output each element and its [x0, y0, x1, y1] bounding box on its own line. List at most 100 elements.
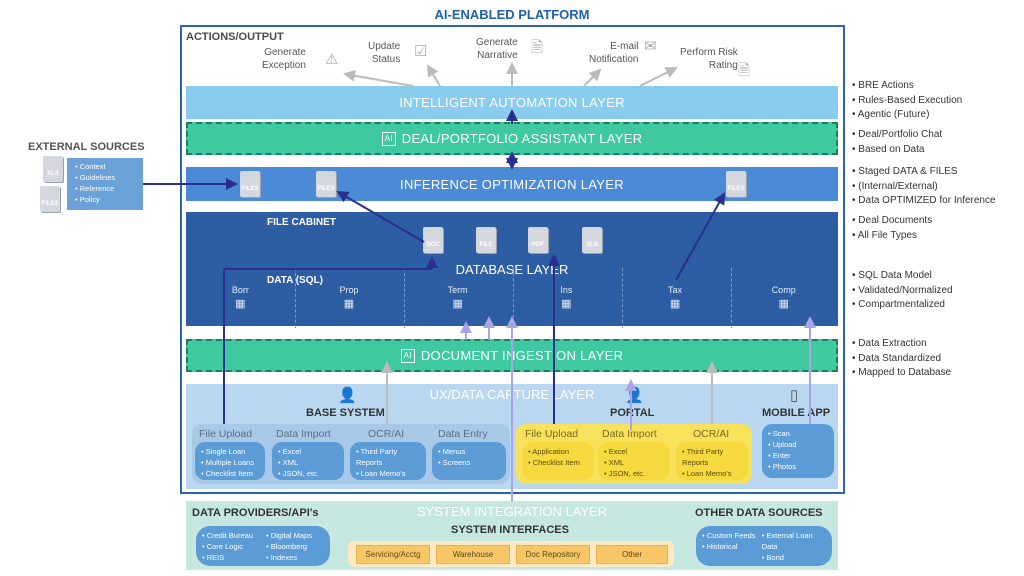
files-icon: FILES	[240, 171, 260, 197]
other-data-sources-pill[interactable]: Custom FeedsHistorical External Loan Dat…	[696, 526, 832, 566]
column-ins: Ins	[560, 285, 573, 295]
xls-file-icon: XLS	[582, 227, 602, 253]
arrow	[583, 68, 602, 87]
pill-item: Third Party Reports	[356, 446, 420, 468]
layer-label: DOCUMENT INGESTION LAYER	[420, 348, 624, 363]
interface-servicing[interactable]: Servicing/Acctg	[356, 545, 430, 564]
note-item: Rules-Based Execution	[852, 94, 962, 109]
system-interfaces-title: SYSTEM INTERFACES	[451, 524, 569, 536]
data-providers-title: DATA PROVIDERS/API's	[192, 507, 319, 519]
note-item: Staged DATA & FILES	[852, 165, 996, 180]
arrow	[675, 192, 725, 281]
note-item: Data Standardized	[852, 352, 951, 367]
data-providers-pill[interactable]: Credit BureauCore LogicREIS Digital Maps…	[196, 526, 330, 566]
ai-chip-icon: AI	[400, 348, 415, 363]
action-generate-exception: Generate Exception	[262, 47, 306, 71]
column-borr: Borr	[231, 285, 249, 295]
files-icon: FILES	[316, 171, 336, 197]
interface-doc-repository[interactable]: Doc Repository	[516, 545, 590, 564]
pill-item: Photos	[768, 461, 828, 472]
notes-database: SQL Data Model Validated/Normalized Comp…	[852, 269, 953, 313]
intelligent-automation-layer: INTELLIGENT AUTOMATION LAYER	[186, 86, 838, 119]
external-item: Context	[67, 161, 143, 172]
database-layer-title: DATABASE LAYER	[455, 262, 569, 277]
ai-chip-icon: AI	[381, 131, 396, 146]
arrow	[426, 64, 441, 87]
arrow	[639, 67, 678, 87]
pill-item: Checklist Item	[201, 468, 259, 479]
arrow	[336, 190, 425, 243]
column-divider	[295, 268, 296, 328]
note-item: Validated/Normalized	[852, 284, 952, 299]
pill-item: Bond	[762, 552, 826, 563]
pill-item: External Loan Data	[762, 530, 826, 552]
checkbox-icon: ☑	[414, 43, 428, 60]
external-sources-title: EXTERNAL SOURCES	[28, 141, 145, 153]
file-upload-pill[interactable]: Single LoanMultiple LoansChecklist Item	[195, 442, 265, 480]
note-item: Deal Documents	[852, 214, 932, 229]
pill-item: Digital Maps	[266, 530, 312, 541]
sql-column-icons: ▦ ▦ ▦ ▦ ▦ ▦	[186, 297, 838, 310]
pill-item: XML	[604, 457, 664, 468]
column-term: Term	[447, 285, 468, 295]
sql-column-labels: Borr Prop Term Ins Tax Comp	[186, 285, 838, 295]
column-divider	[731, 268, 732, 328]
document-icon: 🗎	[531, 39, 544, 56]
notes-inference: Staged DATA & FILES (Internal/External) …	[852, 165, 996, 209]
notes-assistant: Deal/Portfolio Chat Based on Data	[852, 128, 942, 157]
pill-item: Credit Bureau	[202, 530, 266, 541]
interface-warehouse[interactable]: Warehouse	[436, 545, 510, 564]
portal-ocr-ai-pill[interactable]: Third Party ReportsLoan Memo's	[676, 442, 748, 480]
platform-title: AI-ENABLED PLATFORM	[434, 7, 590, 22]
portal-data-import-pill[interactable]: ExcelXMLJSON, etc.	[598, 442, 670, 480]
column-comp: Comp	[771, 285, 796, 295]
pill-item: Core Logic	[202, 541, 266, 552]
pill-item: Third Party Reports	[682, 446, 742, 468]
pill-item: Custom Feeds	[702, 530, 762, 541]
note-item: Data OPTIMIZED for Inference	[852, 194, 995, 209]
layer-label: DEAL/PORTFOLIO ASSISTANT LAYER	[401, 131, 643, 146]
ux-group-head: OCR/AI	[368, 428, 405, 440]
column-tax: Tax	[668, 285, 683, 295]
action-update-status: Update Status	[368, 41, 401, 65]
column-prop: Prop	[339, 285, 359, 295]
table-icon: ▦	[561, 298, 572, 310]
pill-item: XML	[278, 457, 338, 468]
mobile-app-pill[interactable]: ScanUploadEnterPhotos	[762, 424, 834, 478]
pill-item: Scan	[768, 428, 828, 439]
portal-title: PORTAL	[610, 407, 655, 419]
table-icon: ▦	[669, 298, 681, 310]
note-item: SQL Data Model	[852, 269, 953, 284]
doc-file-icon: DOC	[423, 227, 443, 253]
xls-file-icon: XLS	[43, 156, 63, 182]
portal-file-upload-pill[interactable]: ApplicationChecklist Item	[522, 442, 594, 480]
data-import-pill[interactable]: ExcelXMLJSON, etc.	[272, 442, 344, 480]
note-item: (Internal/External)	[852, 180, 996, 195]
system-layer-title: SYSTEM INTEGRATION LAYER	[416, 504, 608, 519]
pill-item: Indexes	[266, 552, 312, 563]
external-item: Guidelines	[67, 172, 143, 183]
action-risk-rating: Perform Risk Rating	[680, 47, 738, 71]
note-item: All File Types	[852, 229, 932, 244]
data-entry-pill[interactable]: MenusScreens	[432, 442, 506, 480]
pill-item: REIS	[202, 552, 266, 563]
ux-group-head: OCR/AI	[693, 428, 730, 440]
layer-label: INFERENCE OPTIMIZATION LAYER	[400, 176, 624, 192]
generic-file-icon: FILE	[476, 227, 496, 253]
interface-other[interactable]: Other	[596, 545, 668, 564]
pill-item: Application	[528, 446, 588, 457]
ocr-ai-pill[interactable]: Third Party ReportsLoan Memo's	[350, 442, 426, 480]
pill-item: Excel	[278, 446, 338, 457]
pill-item: Excel	[604, 446, 664, 457]
ux-group-head: File Upload	[199, 428, 253, 440]
pill-item: Screens	[438, 457, 500, 468]
pill-item: Enter	[768, 450, 828, 461]
ux-group-head: Data Entry	[438, 428, 488, 440]
notes-automation: BRE Actions Rules-Based Execution Agenti…	[852, 79, 963, 123]
pill-item: Menus	[438, 446, 500, 457]
ux-group-head: File Upload	[525, 428, 579, 440]
pill-item: Multiple Loans	[201, 457, 259, 468]
action-email-notification: E-mail Notification	[589, 41, 639, 65]
other-data-sources-title: OTHER DATA SOURCES	[695, 507, 823, 519]
